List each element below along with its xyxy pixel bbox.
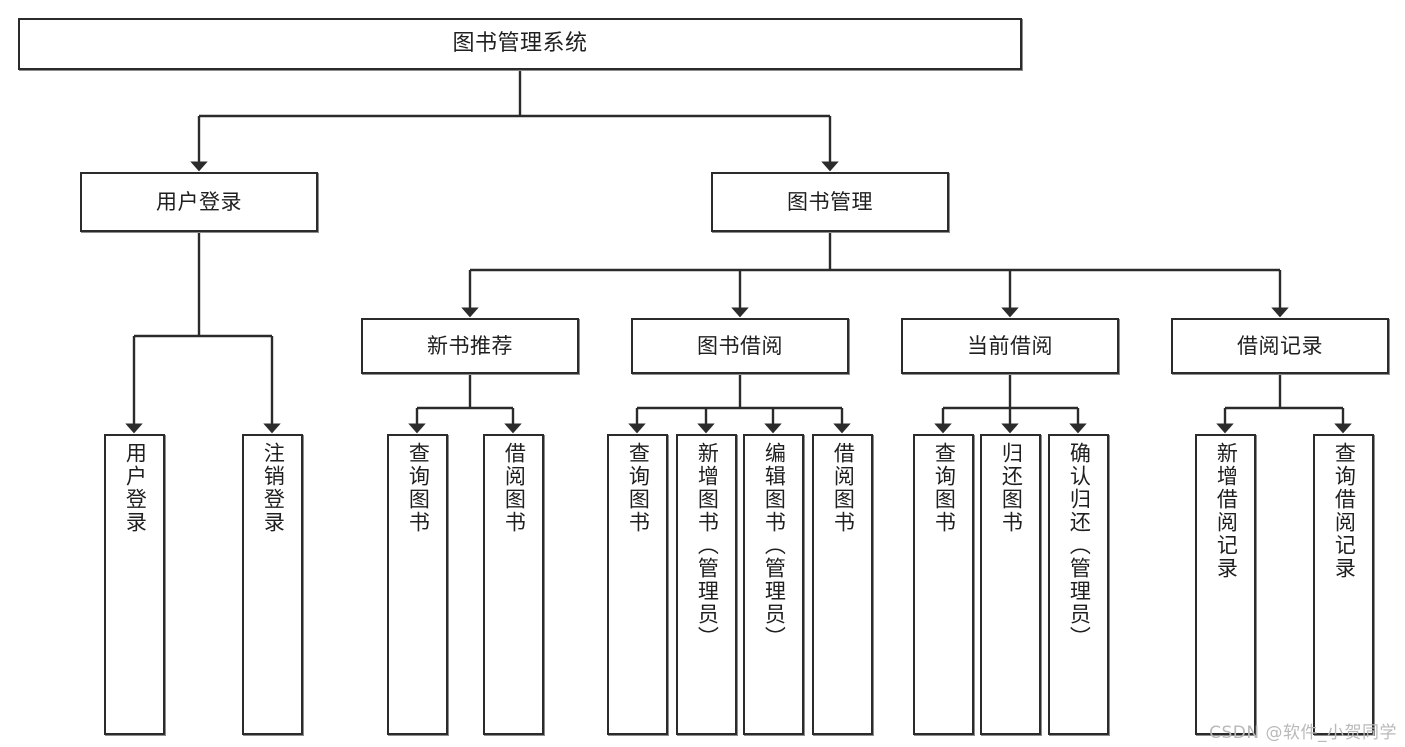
watermark-text: CSDN @软件_小贺同学 xyxy=(1209,723,1397,743)
node-leaf-edit-book[interactable]: 编辑图书（管理员） xyxy=(743,434,804,735)
node-leaf-user-logout[interactable]: 注销登录 xyxy=(242,434,303,735)
node-leaf-query-book-3[interactable]: 查询图书 xyxy=(913,434,974,735)
node-leaf-user-login[interactable]: 用户登录 xyxy=(104,434,165,735)
node-label: 借阅图书 xyxy=(502,442,527,534)
node-leaf-add-book[interactable]: 新增图书（管理员） xyxy=(676,434,737,735)
node-label: 归还图书 xyxy=(999,442,1024,534)
node-label: 注销登录 xyxy=(261,442,286,534)
node-label: 查询图书 xyxy=(626,442,651,534)
node-book-manage[interactable]: 图书管理 xyxy=(711,172,949,232)
node-label: 查询借阅记录 xyxy=(1332,442,1357,580)
node-leaf-return-book[interactable]: 归还图书 xyxy=(980,434,1041,735)
node-current-borrow[interactable]: 当前借阅 xyxy=(901,318,1119,374)
node-label: 图书管理 xyxy=(787,189,873,214)
node-root[interactable]: 图书管理系统 xyxy=(18,18,1022,70)
connector-paths xyxy=(125,70,1352,434)
node-leaf-query-book-2[interactable]: 查询图书 xyxy=(607,434,668,735)
node-leaf-add-record[interactable]: 新增借阅记录 xyxy=(1195,434,1256,735)
node-label: 当前借阅 xyxy=(967,333,1053,358)
node-label: 借阅图书 xyxy=(831,442,856,534)
node-label: 确认归还（管理员） xyxy=(1067,442,1092,649)
node-label: 查询图书 xyxy=(406,442,431,534)
node-leaf-borrow-book-2[interactable]: 借阅图书 xyxy=(812,434,873,735)
node-label: 图书管理系统 xyxy=(452,31,588,57)
node-leaf-borrow-book-1[interactable]: 借阅图书 xyxy=(483,434,544,735)
node-label: 用户登录 xyxy=(156,189,242,214)
node-leaf-query-book-1[interactable]: 查询图书 xyxy=(387,434,448,735)
node-label: 新书推荐 xyxy=(427,333,513,358)
node-new-book-rec[interactable]: 新书推荐 xyxy=(361,318,579,374)
node-label: 借阅记录 xyxy=(1237,333,1323,358)
node-label: 新增图书（管理员） xyxy=(695,442,720,649)
node-label: 用户登录 xyxy=(123,442,148,534)
node-book-borrow[interactable]: 图书借阅 xyxy=(631,318,849,374)
node-label: 图书借阅 xyxy=(697,333,783,358)
node-label: 编辑图书（管理员） xyxy=(762,442,787,649)
node-borrow-record[interactable]: 借阅记录 xyxy=(1171,318,1389,374)
node-label: 查询图书 xyxy=(932,442,957,534)
node-leaf-confirm-return[interactable]: 确认归还（管理员） xyxy=(1048,434,1109,735)
node-user-login[interactable]: 用户登录 xyxy=(80,172,318,232)
node-label: 新增借阅记录 xyxy=(1214,442,1239,580)
node-leaf-query-record[interactable]: 查询借阅记录 xyxy=(1313,434,1374,735)
